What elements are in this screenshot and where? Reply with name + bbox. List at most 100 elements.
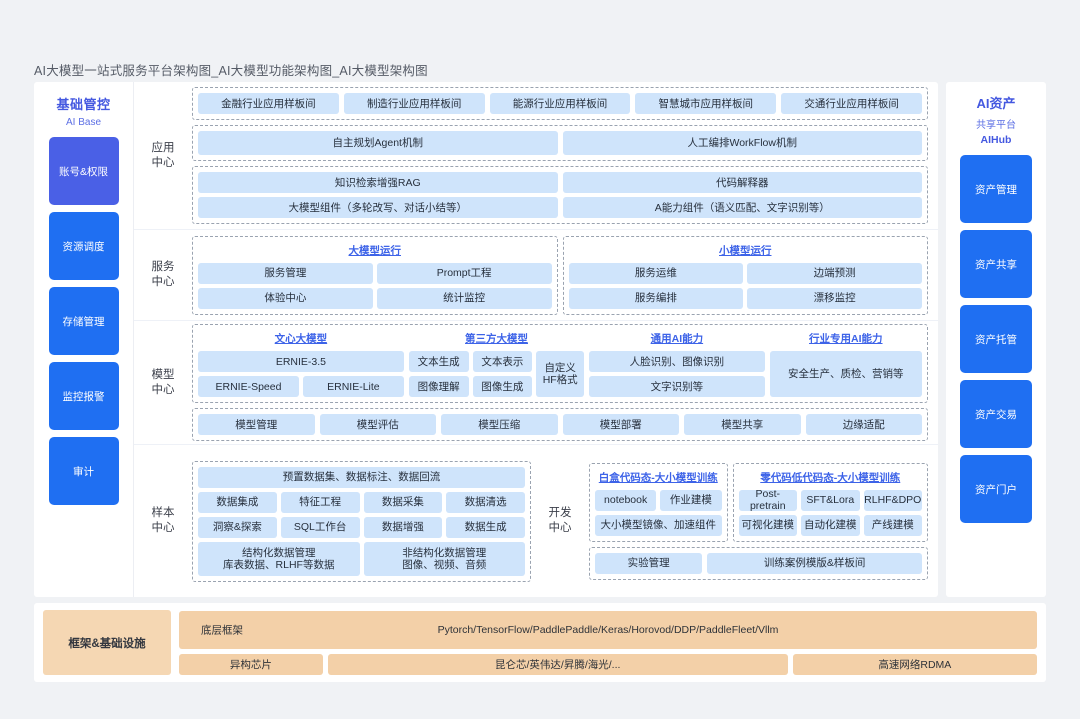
infrastructure-label: 框架&基础设施: [43, 610, 171, 675]
tile-sft-lora[interactable]: SFT&Lora: [801, 489, 860, 511]
group-title-thirdparty: 第三方大模型: [465, 333, 529, 345]
tile-notebook[interactable]: notebook: [595, 489, 657, 511]
row-label-service: 服务 中心: [151, 261, 175, 288]
tile-edge-adaptation[interactable]: 边缘适配: [805, 414, 922, 435]
sidebar-item-asset-trading[interactable]: 资产交易: [960, 380, 1032, 448]
infrastructure-row: 框架&基础设施 底层框架 Pytorch/TensorFlow/PaddlePa…: [34, 603, 1046, 682]
tile-experiment-management[interactable]: 实验管理: [595, 552, 703, 574]
tile-text-representation[interactable]: 文本表示: [472, 351, 533, 372]
group-thirdparty: 第三方大模型 文本生成 文本表示 图像理解: [408, 330, 585, 397]
tile-rag[interactable]: 知识检索增强RAG: [198, 172, 558, 193]
tile-smartcity-showroom[interactable]: 智慧城市应用样板间: [635, 93, 777, 114]
asset-column: AI资产 共享平台 AIHub 资产管理 资产共享 资产托管 资产交易 资产门户: [946, 82, 1046, 597]
asset-subtitle-aihub: AIHub: [980, 134, 1012, 146]
tile-dataset-annotation-backflow[interactable]: 预置数据集、数据标注、数据回流: [198, 466, 525, 488]
tile-data-generation[interactable]: 数据生成: [446, 516, 525, 538]
group-title-wenxin: 文心大模型: [274, 333, 328, 345]
infrastructure-body: 底层框架 Pytorch/TensorFlow/PaddlePaddle/Ker…: [179, 610, 1038, 675]
tile-structured-data-management[interactable]: 结构化数据管理 库表数据、RLHF等数据: [198, 541, 360, 576]
sidebar-item-asset-portal[interactable]: 资产门户: [960, 455, 1032, 523]
tile-transport-showroom[interactable]: 交通行业应用样板间: [781, 93, 922, 114]
tile-service-management[interactable]: 服务管理: [198, 262, 373, 284]
tile-service-orchestration[interactable]: 服务编排: [568, 287, 744, 309]
tile-model-deployment[interactable]: 模型部署: [562, 414, 679, 435]
sidebar-item-storage-management[interactable]: 存储管理: [48, 287, 119, 355]
tile-manufacturing-showroom[interactable]: 制造行业应用样板间: [343, 93, 485, 114]
group-large-model-runtime: 大模型运行 服务管理 Prompt工程 体验中心 统计监控: [192, 235, 558, 315]
tile-service-ops[interactable]: 服务运维: [568, 262, 744, 284]
tile-ernie-35[interactable]: ERNIE-3.5: [198, 351, 404, 372]
tile-workflow-mechanism[interactable]: 人工编排WorkFlow机制: [562, 131, 922, 155]
tile-image-generation[interactable]: 图像生成: [472, 376, 533, 397]
tile-pipeline-modeling[interactable]: 产线建模: [863, 514, 922, 536]
mechanism-group: 自主规划Agent机制 人工编排WorkFlow机制: [192, 125, 928, 161]
sidebar-item-asset-hosting[interactable]: 资产托管: [960, 305, 1032, 373]
tile-text-recognition[interactable]: 文字识别等: [589, 376, 765, 397]
tile-energy-showroom[interactable]: 能源行业应用样板间: [489, 93, 631, 114]
tile-data-integration[interactable]: 数据集成: [198, 491, 277, 513]
group-wenxin: 文心大模型 ERNIE-3.5 ERNIE-Speed ERNIE-Lite: [198, 330, 404, 397]
tile-face-image-recognition[interactable]: 人脸识别、图像识别: [589, 351, 765, 372]
row-body-application: 金融行业应用样板间 制造行业应用样板间 能源行业应用样板间 智慧城市应用样板间 …: [192, 87, 938, 224]
group-industry-ai: 行业专用AI能力 安全生产、质检、营销等: [769, 330, 922, 397]
tile-feature-engineering[interactable]: 特征工程: [280, 491, 360, 513]
tile-experience-center[interactable]: 体验中心: [198, 287, 373, 309]
row-body-service: 大模型运行 服务管理 Prompt工程 体验中心 统计监控: [192, 235, 938, 315]
center-rows: 应用 中心 金融行业应用样板间 制造行业应用样板间 能源行业应用样板间 智慧城市…: [134, 82, 938, 597]
tile-data-cleaning[interactable]: 数据清选: [446, 491, 525, 513]
sidebar-item-resource-scheduling[interactable]: 资源调度: [48, 212, 119, 280]
tile-model-management[interactable]: 模型管理: [198, 414, 315, 435]
tile-edge-prediction[interactable]: 边端预测: [747, 262, 922, 284]
showroom-group: 金融行业应用样板间 制造行业应用样板间 能源行业应用样板间 智慧城市应用样板间 …: [192, 87, 928, 120]
tile-ernie-lite[interactable]: ERNIE-Lite: [302, 376, 404, 397]
tile-framework[interactable]: 底层框架 Pytorch/TensorFlow/PaddlePaddle/Ker…: [179, 610, 1037, 649]
tile-visual-modeling[interactable]: 可视化建模: [738, 514, 798, 536]
tile-post-pretrain[interactable]: Post-pretrain: [738, 488, 798, 512]
tile-job-modeling[interactable]: 作业建模: [660, 489, 722, 511]
tile-statistics-monitoring[interactable]: 统计监控: [376, 287, 552, 309]
framework-label: 底层框架: [201, 624, 243, 636]
sidebar-item-monitoring-alerts[interactable]: 监控报警: [48, 362, 119, 430]
sidebar-item-audit[interactable]: 审计: [48, 437, 119, 505]
tile-llm-components[interactable]: 大模型组件（多轮改写、对话小结等）: [198, 197, 558, 218]
row-sample-develop: 样本 中心 预置数据集、数据标注、数据回流 数据集成 特征工程 数据采集 数据清…: [134, 445, 938, 597]
row-service-center: 服务 中心 大模型运行 服务管理 Prompt工程: [134, 230, 938, 321]
tile-drift-monitoring[interactable]: 漂移监控: [747, 287, 922, 309]
tile-training-templates[interactable]: 训练案例模版&样板间: [707, 552, 922, 574]
tile-ernie-speed[interactable]: ERNIE-Speed: [198, 376, 299, 397]
tile-agent-mechanism[interactable]: 自主规划Agent机制: [198, 131, 558, 155]
page-title: AI大模型一站式服务平台架构图_AI大模型功能架构图_AI大模型架构图: [34, 64, 428, 78]
sidebar-item-asset-sharing[interactable]: 资产共享: [960, 230, 1032, 298]
tile-sql-workbench[interactable]: SQL工作台: [280, 516, 360, 538]
tile-automated-modeling[interactable]: 自动化建模: [801, 514, 860, 536]
tile-model-image-acceleration[interactable]: 大小模型镜像、加速组件: [595, 514, 722, 536]
tile-finance-showroom[interactable]: 金融行业应用样板间: [198, 93, 339, 114]
base-control-column: 基础管控 AI Base 账号&权限 资源调度 存储管理 监控报警 审计: [34, 82, 134, 597]
tile-prompt-engineering[interactable]: Prompt工程: [376, 262, 552, 284]
infrastructure-panel: 框架&基础设施 底层框架 Pytorch/TensorFlow/PaddlePa…: [34, 603, 1046, 682]
tile-image-understanding[interactable]: 图像理解: [408, 376, 469, 397]
tile-custom-hf-format[interactable]: 自定义 HF格式: [536, 351, 585, 397]
asset-subtitle: 共享平台: [976, 120, 1016, 131]
tile-chip-vendors[interactable]: 昆仑芯/英伟达/昇腾/海光/...: [327, 653, 788, 675]
tile-data-augmentation[interactable]: 数据增强: [363, 516, 443, 538]
tile-code-interpreter[interactable]: 代码解释器: [562, 172, 922, 193]
tile-ai-capability-components[interactable]: A能力组件（语义匹配、文字识别等）: [562, 197, 922, 218]
model-catalog-group: 文心大模型 ERNIE-3.5 ERNIE-Speed ERNIE-Lite: [192, 324, 928, 403]
tile-model-sharing[interactable]: 模型共享: [684, 414, 801, 435]
tile-rlhf-dpo[interactable]: RLHF&DPO: [863, 489, 922, 511]
tile-high-speed-network[interactable]: 高速网络RDMA: [792, 653, 1038, 675]
group-title-whitebox: 白盒代码态-大小模型训练: [598, 471, 718, 484]
tile-unstructured-data-management[interactable]: 非结构化数据管理 图像、视频、音频: [363, 541, 525, 576]
tile-model-evaluation[interactable]: 模型评估: [319, 414, 436, 435]
tile-data-collection[interactable]: 数据采集: [363, 491, 443, 513]
tile-model-compression[interactable]: 模型压缩: [441, 414, 558, 435]
row-body-sample: 预置数据集、数据标注、数据回流 数据集成 特征工程 数据采集 数据清选 洞察&探…: [192, 460, 531, 582]
tile-insight-exploration[interactable]: 洞察&探索: [198, 516, 277, 538]
tile-heterogeneous-chips-label[interactable]: 异构芯片: [179, 653, 323, 675]
sidebar-item-account-permission[interactable]: 账号&权限: [48, 137, 119, 205]
tile-industry-scenarios[interactable]: 安全生产、质检、营销等: [769, 351, 922, 397]
tile-text-generation[interactable]: 文本生成: [408, 351, 469, 372]
group-title-large-model-runtime: 大模型运行: [348, 244, 402, 257]
sidebar-item-asset-management[interactable]: 资产管理: [960, 155, 1032, 223]
